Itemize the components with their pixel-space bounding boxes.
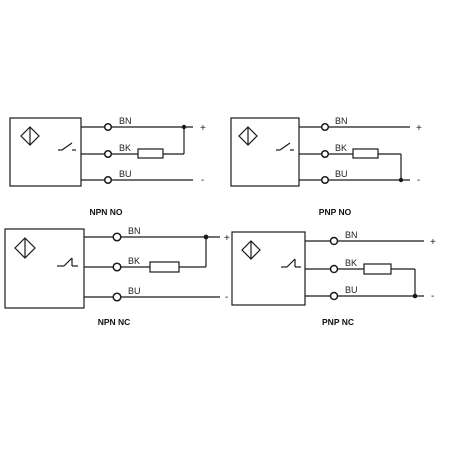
wire-label-bn: BN [345,230,358,240]
wire-label-bk: BK [345,258,357,268]
diagram-caption: PNP NO [319,207,352,217]
diagram-caption: NPN NC [98,317,131,327]
wire-label-bk: BK [128,256,140,266]
switch-nc-icon [281,258,301,268]
switch-nc-icon [57,257,78,267]
switch-no-icon [276,142,294,151]
load-resistor [352,148,379,159]
diagram-npn-no: BN BK BU + - NPN NO [9,116,206,217]
wire-label-bu: BU [119,169,132,179]
terminal-bn [112,232,122,242]
wire-label-bn: BN [335,116,348,126]
plus-sign: + [200,123,206,134]
wire-label-bu: BU [345,285,358,295]
terminal-bu [329,291,339,301]
load-resistor [363,263,392,275]
terminal-bk [320,149,330,159]
diagram-npn-nc: BN BK BU + - NPN NC [4,226,230,327]
sensor-symbol-icon [14,237,36,259]
terminal-bn [320,122,330,132]
wire-label-bn: BN [119,116,132,126]
diagram-caption: PNP NC [322,317,354,327]
minus-sign: - [417,175,420,186]
terminal-bu [103,175,113,185]
plus-sign: + [430,237,436,248]
minus-sign: - [431,291,434,302]
sensor-body [231,231,306,306]
load-resistor [137,148,164,159]
minus-sign: - [201,175,204,186]
terminal-bu [112,292,122,302]
wire-label-bu: BU [335,169,348,179]
terminal-bn [103,122,113,132]
terminal-bn [329,236,339,246]
terminal-bk [112,262,122,272]
wire-label-bn: BN [128,226,141,236]
switch-no-icon [58,142,76,151]
terminal-bu [320,175,330,185]
sensor-body [4,228,85,309]
wire-label-bk: BK [119,143,131,153]
diagram-pnp-no: BN BK BU + - PNP NO [230,116,422,217]
wire-label-bu: BU [128,286,141,296]
load-resistor [149,261,180,273]
wire-label-bk: BK [335,143,347,153]
plus-sign: + [224,233,230,244]
sensor-body [230,117,300,187]
sensor-symbol-icon [238,126,258,146]
terminal-bk [103,149,113,159]
junction-dot [181,124,187,130]
diagram-caption: NPN NO [89,207,122,217]
diagram-pnp-nc: BN BK BU + - PNP NC [231,230,436,327]
sensor-body [9,117,82,187]
plus-sign: + [416,123,422,134]
minus-sign: - [225,292,228,303]
sensor-symbol-icon [20,126,40,146]
terminal-bk [329,264,339,274]
sensor-symbol-icon [241,240,261,260]
junction-dot [203,234,209,240]
